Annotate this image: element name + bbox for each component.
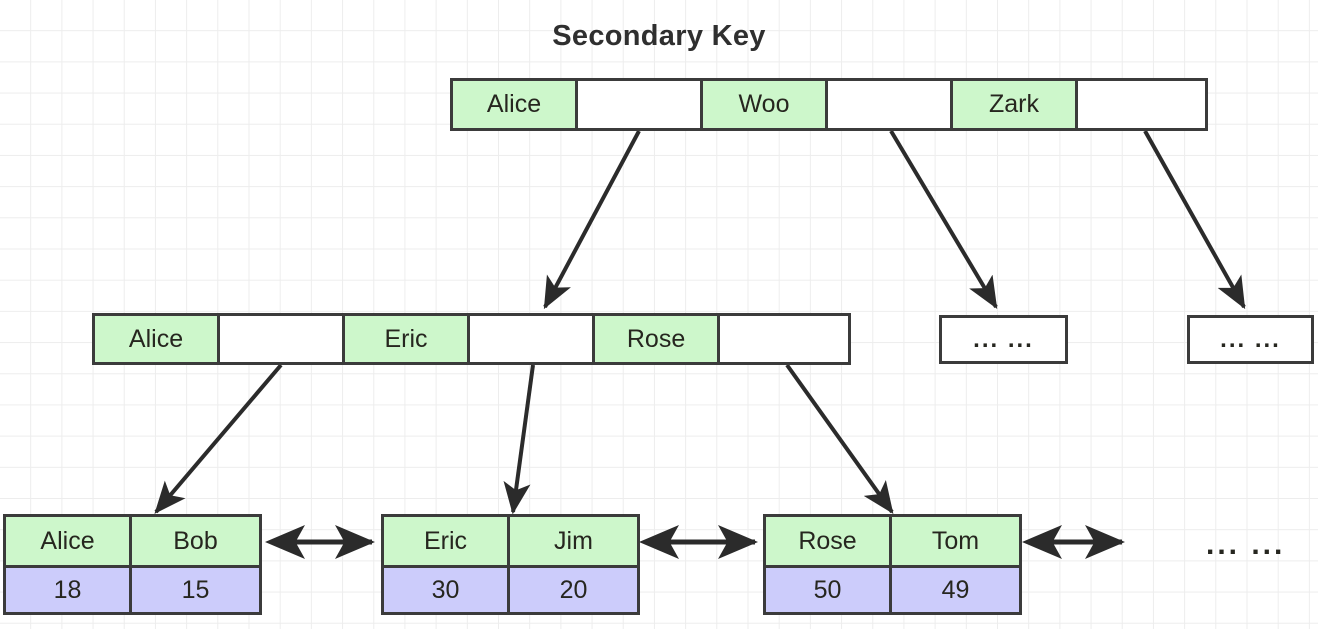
edge-root-to-internal-1	[543, 130, 641, 310]
internal-cell-pointer-2[interactable]	[470, 316, 596, 362]
root-cell-key-3[interactable]: Zark	[953, 81, 1078, 128]
leaf-name-cell[interactable]: Eric	[384, 517, 510, 565]
edge-internal-to-leaf-2	[503, 364, 535, 515]
leaf-value-cell[interactable]: 18	[6, 568, 132, 612]
leaf-name-cell[interactable]: Bob	[132, 517, 259, 565]
leaf-node-3[interactable]: Rose Tom 50 49	[763, 514, 1022, 615]
internal-node-2[interactable]: ... ...	[939, 315, 1068, 364]
internal-node-1[interactable]: Alice Eric Rose	[92, 313, 851, 365]
leaf-node-2[interactable]: Eric Jim 30 20	[381, 514, 640, 615]
leaf-names-row: Rose Tom	[766, 517, 1019, 568]
edge-internal-to-leaf-1	[154, 363, 283, 514]
root-node[interactable]: Alice Woo Zark	[450, 78, 1208, 131]
leaf-value-cell[interactable]: 20	[510, 568, 637, 612]
root-cell-pointer-3[interactable]	[1078, 81, 1205, 128]
leaf-node-1[interactable]: Alice Bob 18 15	[3, 514, 262, 615]
leaf-value-cell[interactable]: 50	[766, 568, 892, 612]
leaf-name-cell[interactable]: Alice	[6, 517, 132, 565]
internal-cell-key-1[interactable]: Alice	[95, 316, 221, 362]
edge-root-to-internal-2	[889, 129, 998, 310]
internal-cell-pointer-1[interactable]	[220, 316, 346, 362]
edge-root-to-internal-3	[1143, 130, 1246, 310]
page-title: Secondary Key	[552, 20, 766, 52]
leaf-value-cell[interactable]: 30	[384, 568, 510, 612]
leaf-name-cell[interactable]: Tom	[892, 517, 1019, 565]
leaf-tail-ellipsis: ... ...	[1206, 528, 1286, 561]
internal-node-3[interactable]: ... ...	[1187, 315, 1314, 364]
root-cell-key-2[interactable]: Woo	[703, 81, 828, 128]
leaf-values-row: 18 15	[6, 568, 259, 612]
leaf-names-row: Eric Jim	[384, 517, 637, 568]
root-cell-key-1[interactable]: Alice	[453, 81, 578, 128]
ellipsis-text: ... ...	[973, 325, 1034, 353]
leaf-names-row: Alice Bob	[6, 517, 259, 568]
ellipsis-text: ... ...	[1220, 325, 1281, 353]
root-cell-pointer-2[interactable]	[828, 81, 953, 128]
leaf-name-cell[interactable]: Jim	[510, 517, 637, 565]
edge-internal-to-leaf-3	[785, 363, 894, 514]
leaf-name-cell[interactable]: Rose	[766, 517, 892, 565]
internal-cell-key-2[interactable]: Eric	[345, 316, 471, 362]
leaf-values-row: 50 49	[766, 568, 1019, 612]
internal-cell-key-3[interactable]: Rose	[595, 316, 721, 362]
internal-cell-pointer-3[interactable]	[720, 316, 849, 362]
leaf-value-cell[interactable]: 49	[892, 568, 1019, 612]
leaf-value-cell[interactable]: 15	[132, 568, 259, 612]
leaf-values-row: 30 20	[384, 568, 637, 612]
root-cell-pointer-1[interactable]	[578, 81, 703, 128]
